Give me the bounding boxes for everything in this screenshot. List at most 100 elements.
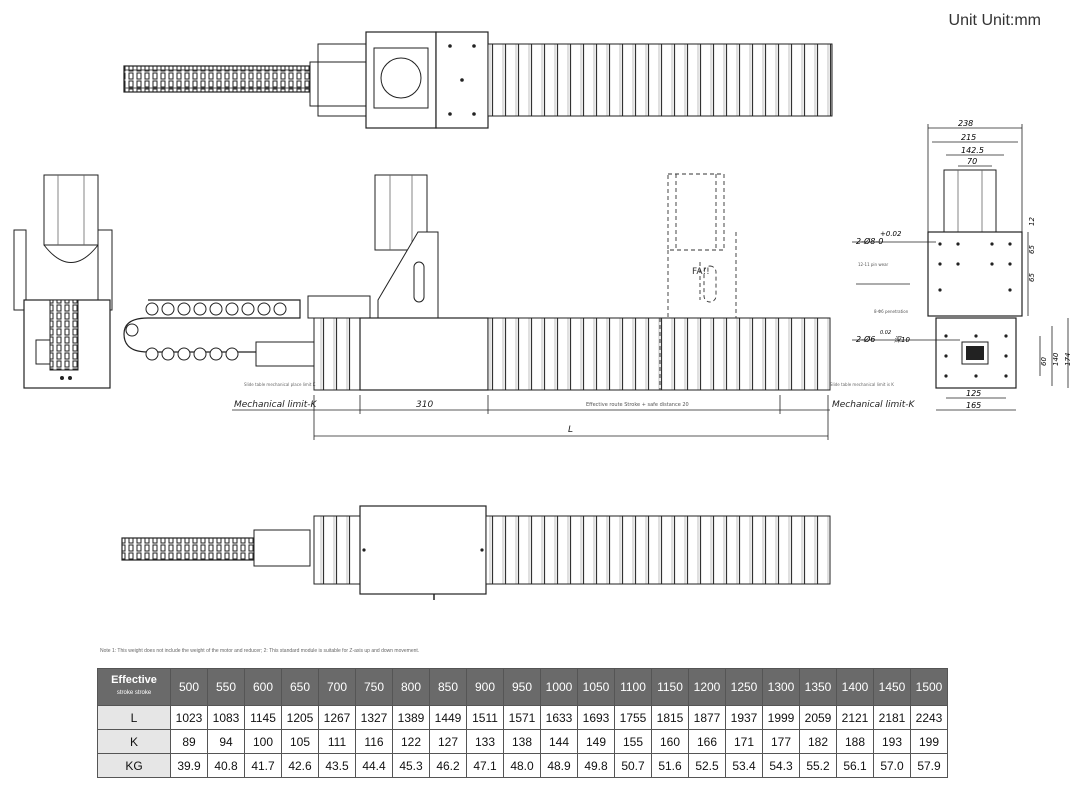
stroke-header: 550 [207,668,245,706]
table-cell: 2121 [836,705,874,730]
svg-text:0.02: 0.02 [880,330,891,336]
stroke-header: 750 [355,668,393,706]
top-view [123,31,833,129]
stroke-header: 850 [429,668,467,706]
svg-text:FA!!: FA!! [692,267,710,277]
table-cell: 41.7 [244,753,282,778]
technical-drawing: FA!! Slide table mechanical place limit … [13,31,1072,600]
stroke-header: 1250 [725,668,763,706]
table-cell: 40.8 [207,753,245,778]
front-view: FA!! Slide table mechanical place limit … [123,173,916,440]
stroke-header: 900 [466,668,504,706]
table-cell: 1815 [651,705,689,730]
right-end-view: 238 215 142.5 70 12 [852,119,1072,411]
table-cell: 105 [281,729,319,754]
svg-text:140: 140 [1052,352,1060,366]
table-cell: 39.9 [170,753,208,778]
table-cell: 155 [614,729,652,754]
table-cell: 1449 [429,705,467,730]
table-cell: 2181 [873,705,911,730]
bottom-view [121,505,831,600]
table-cell: 52.5 [688,753,726,778]
table-cell: 193 [873,729,911,754]
svg-text:65: 65 [1028,245,1036,254]
svg-text:142.5: 142.5 [961,146,984,155]
svg-text:Mechanical limit-K: Mechanical limit-K [832,400,916,410]
table-cell: 1389 [392,705,430,730]
svg-text:70: 70 [967,157,977,166]
table-cell: 57.0 [873,753,911,778]
table-cell: 50.7 [614,753,652,778]
svg-text:Effective route Stroke + safe: Effective route Stroke + safe distance 2… [586,402,689,408]
stroke-header: 1050 [577,668,615,706]
svg-text:310: 310 [416,400,433,410]
svg-text:174: 174 [1064,353,1072,366]
table-cell: 54.3 [762,753,800,778]
table-cell: 116 [355,729,393,754]
stroke-header: 1450 [873,668,911,706]
table-cell: 48.9 [540,753,578,778]
row-label: L [97,705,171,730]
svg-text:Slide table mechanical place l: Slide table mechanical place limit K [244,382,316,387]
stroke-header: 1500 [910,668,948,706]
svg-text:Slide table mechanical limit i: Slide table mechanical limit is K [830,382,894,387]
table-cell: 1571 [503,705,541,730]
table-cell: 1267 [318,705,356,730]
stroke-header: 1100 [614,668,652,706]
stroke-header: 650 [281,668,319,706]
table-cell: 49.8 [577,753,615,778]
table-cell: 1205 [281,705,319,730]
svg-text:65: 65 [1028,273,1036,282]
stroke-header: 1300 [762,668,800,706]
svg-text:2-Ø6: 2-Ø6 [856,334,875,344]
table-cell: 1999 [762,705,800,730]
table-cell: 199 [910,729,948,754]
table-cell: 177 [762,729,800,754]
svg-text:+0.02: +0.02 [880,230,902,238]
table-cell: 1755 [614,705,652,730]
table-cell: 42.6 [281,753,319,778]
table-cell: 133 [466,729,504,754]
table-cell: 1877 [688,705,726,730]
svg-text:215: 215 [961,133,976,142]
table-cell: 1937 [725,705,763,730]
table-cell: 46.2 [429,753,467,778]
stroke-header: 950 [503,668,541,706]
table-cell: 1083 [207,705,245,730]
footnote: Note 1: This weight does not include the… [100,648,420,654]
svg-text:2-Ø8-0: 2-Ø8-0 [856,236,883,246]
table-cell: 1023 [170,705,208,730]
stroke-header: 500 [170,668,208,706]
stroke-header: 1400 [836,668,874,706]
table-cell: 55.2 [799,753,837,778]
table-cell: 182 [799,729,837,754]
stroke-header: 1200 [688,668,726,706]
table-cell: 94 [207,729,245,754]
table-cell: 1327 [355,705,393,730]
stroke-header: 1350 [799,668,837,706]
svg-text:8-Φ6 penetration: 8-Φ6 penetration [874,309,909,314]
svg-text:125: 125 [966,389,981,398]
table-cell: 2243 [910,705,948,730]
table-cell: 100 [244,729,282,754]
table-cell: 144 [540,729,578,754]
svg-text:60: 60 [1040,357,1048,366]
table-cell: 149 [577,729,615,754]
svg-text:165: 165 [966,401,981,410]
header-label: Effective stroke stroke [97,668,171,706]
table-cell: 53.4 [725,753,763,778]
table-cell: 171 [725,729,763,754]
svg-text:深10: 深10 [894,336,910,344]
stroke-header: 1150 [651,668,689,706]
table-cell: 160 [651,729,689,754]
table-cell: 2059 [799,705,837,730]
table-cell: 1693 [577,705,615,730]
table-cell: 47.1 [466,753,504,778]
svg-text:12-11 pin wear: 12-11 pin wear [858,262,889,267]
table-cell: 89 [170,729,208,754]
table-cell: 188 [836,729,874,754]
